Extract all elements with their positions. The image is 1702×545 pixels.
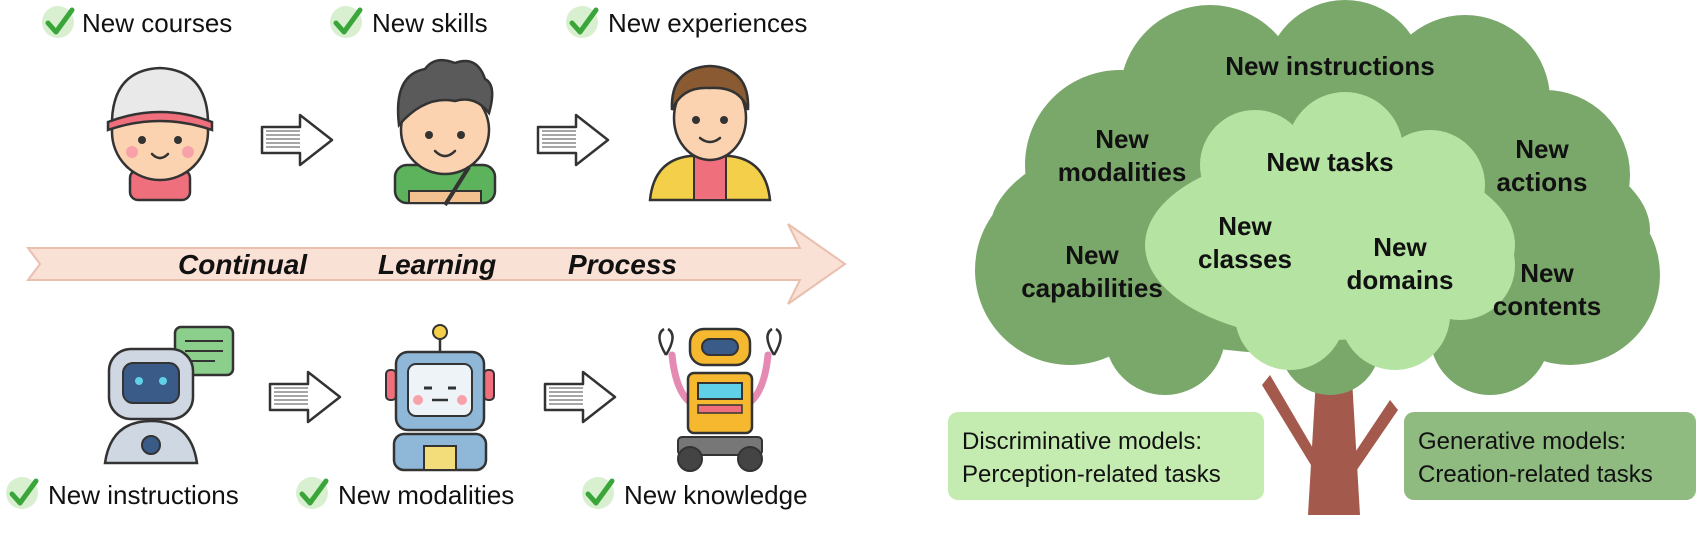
milestone-label: New skills (372, 8, 488, 38)
process-word: Continual (178, 249, 308, 280)
adult-avatar-icon (648, 64, 772, 202)
discriminative-models-box: Discriminative models: Perception-relate… (948, 412, 1264, 500)
walking-robot-icon (658, 327, 782, 472)
milestone-new-skills: New skills (330, 6, 488, 38)
tree-label-right-lower-line2: contents (1493, 291, 1601, 321)
inner-label-left-line2: classes (1198, 244, 1292, 274)
robot-icon (385, 324, 495, 472)
milestone-label: New instructions (48, 480, 239, 510)
human-milestones: New courses New skills New experiences (42, 6, 807, 38)
process-arrow: Continual Learning Process (26, 223, 847, 305)
child-avatar-icon (106, 66, 214, 202)
checkmark-icon (582, 477, 614, 509)
inner-label-right-line1: New (1373, 232, 1427, 262)
inner-label-right-line2: domains (1347, 265, 1454, 295)
checkmark-icon (42, 6, 74, 38)
checkmark-icon (566, 6, 598, 38)
tree-label-top: New instructions (1225, 51, 1434, 81)
box-line-1: Discriminative models: (962, 428, 1202, 455)
generative-models-box: Generative models: Creation-related task… (1404, 412, 1696, 500)
student-avatar-icon (393, 58, 497, 207)
outer-labels: New instructions New modalities New capa… (1021, 51, 1601, 321)
box-line-2: Creation-related tasks (1418, 461, 1653, 488)
tree-label-right-upper-line2: actions (1496, 167, 1587, 197)
milestone-label: New knowledge (624, 480, 808, 510)
checkmark-icon (330, 6, 362, 38)
tree-label-left-upper-line2: modalities (1058, 157, 1187, 187)
progress-arrow-icon (260, 113, 334, 167)
checkmark-icon (6, 477, 38, 509)
box-line-2: Perception-related tasks (962, 461, 1221, 488)
progress-arrow-icon (543, 370, 617, 424)
inner-label-top: New tasks (1266, 147, 1393, 177)
box-line-1: Generative models: (1418, 428, 1626, 455)
milestone-new-modalities: New modalities (296, 477, 514, 510)
ai-milestones: New instructions New modalities New know… (6, 477, 808, 510)
milestone-new-instructions: New instructions (6, 477, 239, 510)
process-word: Learning (378, 249, 496, 280)
inner-canopy (1145, 92, 1515, 370)
tree-label-left-lower-line2: capabilities (1021, 273, 1163, 303)
milestone-new-knowledge: New knowledge (582, 477, 808, 510)
tree-label-left-lower-line1: New (1065, 240, 1119, 270)
progress-arrow-icon (268, 370, 342, 424)
checkmark-icon (296, 477, 328, 509)
process-word: Process (568, 249, 677, 280)
chatbot-icon (103, 325, 235, 465)
milestone-label: New experiences (608, 8, 807, 38)
milestone-label: New modalities (338, 480, 514, 510)
progress-arrow-icon (536, 113, 610, 167)
tree-label-right-lower-line1: New (1520, 258, 1574, 288)
milestone-new-experiences: New experiences (566, 6, 807, 38)
tree-label-right-upper-line1: New (1515, 134, 1569, 164)
inner-label-left-line1: New (1218, 211, 1272, 241)
milestone-label: New courses (82, 8, 232, 38)
tree-label-left-upper-line1: New (1095, 124, 1149, 154)
inner-labels: New tasks New classes New domains (1198, 147, 1453, 295)
milestone-new-courses: New courses (42, 6, 232, 38)
